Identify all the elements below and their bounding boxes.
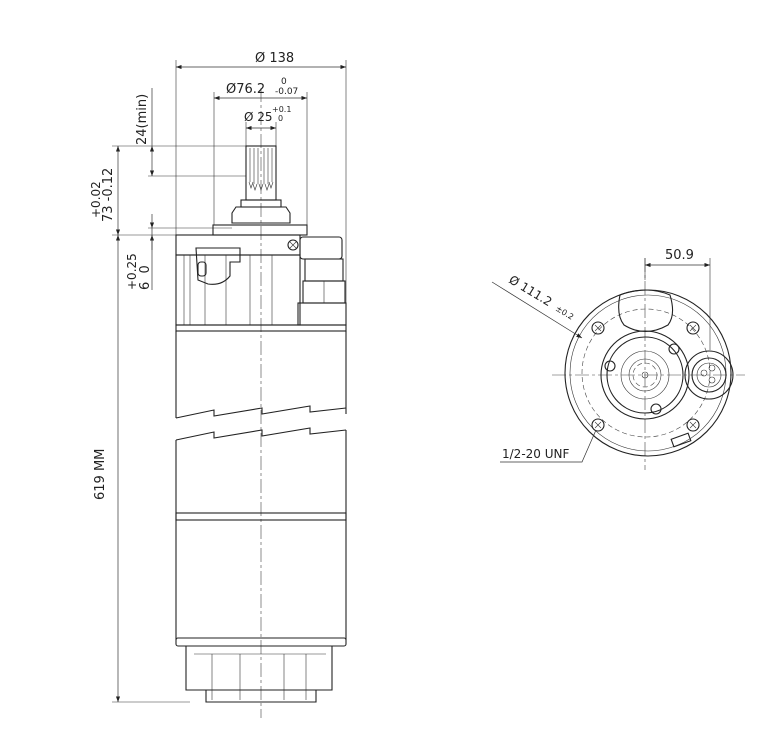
label-thread: 1/2-20 UNF — [502, 447, 569, 461]
label-shaft-length: 24(min) — [135, 94, 150, 145]
label-dia-shaft: Ø 25 — [244, 110, 273, 124]
label-flange-6: 6 0 — [138, 265, 153, 290]
label-6-tol-upper: +0.25 — [125, 253, 139, 290]
side-view: Ø 138 Ø76.2 0 -0.07 Ø 25 +0.1 0 24(min) … — [89, 51, 347, 718]
label-bolt-circle: Ø 111.2 — [506, 273, 554, 310]
label-height-73: 73 -0.12 — [101, 168, 116, 222]
connector-side — [299, 236, 343, 260]
label-dia-flange-tol-lower: -0.07 — [275, 87, 298, 97]
label-dia-outer: Ø 138 — [255, 51, 294, 66]
label-overall-length: 619 MM — [93, 449, 108, 500]
label-bolt-circle-tol: ±0.2 — [554, 304, 575, 322]
leader-bolt-circle — [491, 281, 583, 339]
end-view: 50.9 Ø 111.2 ±0.2 1/2-20 UNF — [491, 248, 745, 470]
label-dia-shaft-tol-upper: +0.1 — [272, 105, 291, 114]
label-connector-offset: 50.9 — [665, 248, 694, 263]
mounting-flange — [212, 224, 308, 236]
leader-thread — [500, 429, 597, 463]
motor-base — [185, 646, 333, 703]
shaft-seal-housing — [231, 206, 291, 224]
label-73-tol-upper: +0.02 — [89, 181, 103, 218]
label-dia-shaft-tol-lower: 0 — [278, 114, 283, 123]
end-view-outer — [564, 289, 732, 457]
motor-head — [175, 234, 347, 332]
label-dia-flange-tol-upper: 0 — [281, 77, 287, 87]
motor-body — [175, 331, 347, 647]
mounting-holes — [591, 321, 700, 432]
connector-end — [684, 350, 734, 400]
bolt-circle — [581, 308, 711, 438]
label-dia-flange: Ø76.2 — [226, 82, 265, 97]
